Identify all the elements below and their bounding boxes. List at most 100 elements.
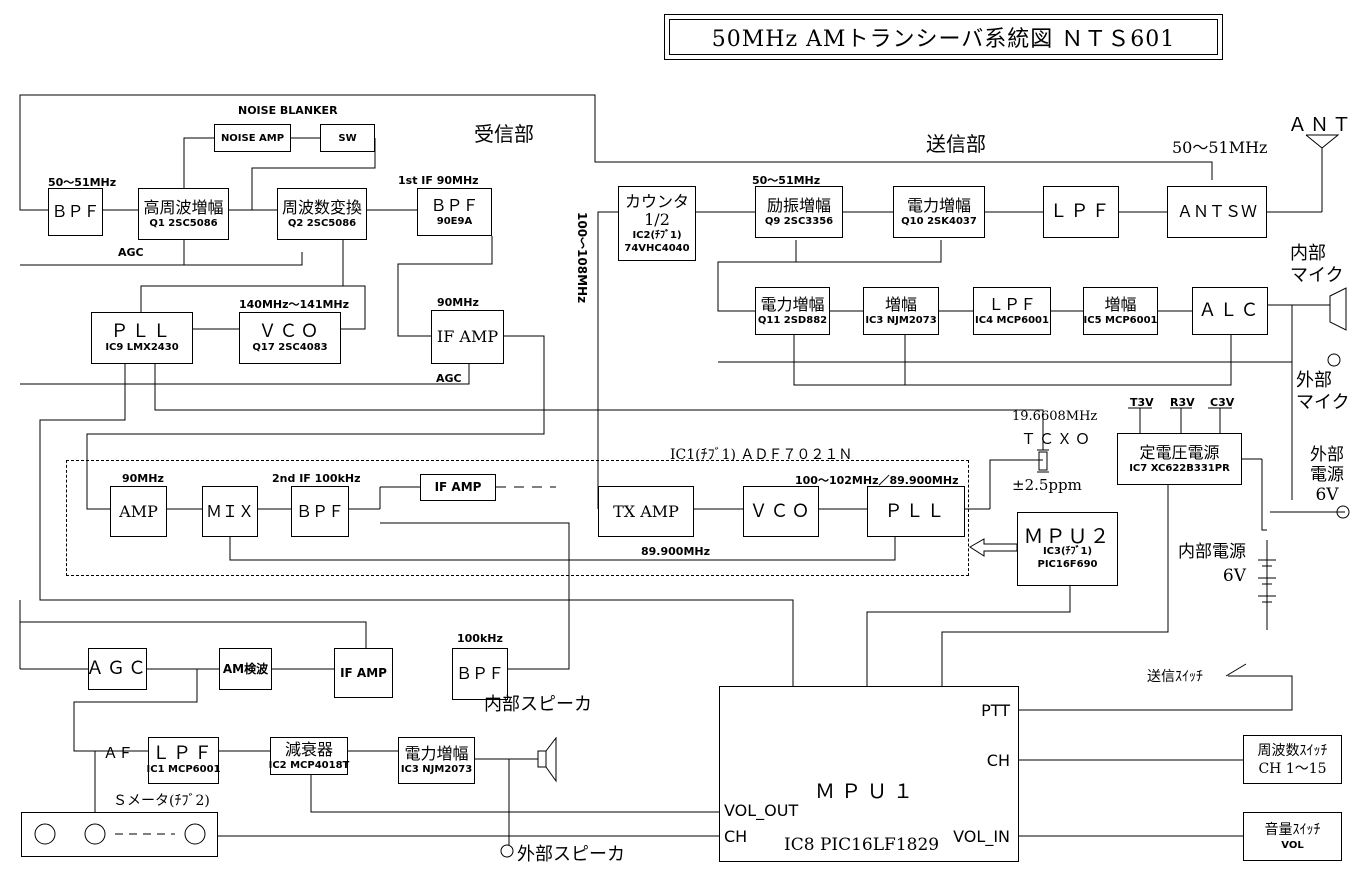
tx-band-label: 100～108MHz	[575, 212, 589, 304]
tx-pa-title: 電力増幅	[906, 195, 971, 215]
atten-part: IC2 MCP4018T	[268, 759, 350, 771]
receiver-section-label: 受信部	[474, 122, 534, 146]
mod-pa-part: Q11 2SD882	[757, 314, 828, 326]
diagram-title: 50MHz AMトランシーバ系統図 ＮＴＳ601	[669, 19, 1218, 55]
mpu1-block: ＭＰＵ１ IC8 PIC16LF1829 PTT CH VOL_OUT CH V…	[719, 686, 1019, 862]
tx-lpf-block: ＬＰＦ	[1043, 186, 1119, 238]
tcxo-freq: 19.6608MHz	[1012, 409, 1098, 424]
ic1-bpf-title: ＢＰＦ	[295, 501, 344, 521]
af-pa-part: IC3 NJM2073	[400, 764, 473, 775]
if-amp-title: IF AMP	[436, 327, 499, 346]
counter-part: IC2(ﾁﾌﾞ1)	[632, 229, 682, 241]
agc-title: ＡＧＣ	[86, 658, 149, 679]
if1-freq: 1st IF 90MHz	[398, 174, 479, 187]
alc-block: ＡＬＣ	[1192, 287, 1268, 335]
if-agc-label: AGC	[436, 372, 462, 385]
mpu1-pin-vol-out: VOL_OUT	[724, 801, 799, 820]
ic1-boundary	[66, 460, 969, 576]
rf-amp-title: 高周波増幅	[143, 197, 224, 217]
freq-switch-range: CH 1～15	[1258, 760, 1327, 777]
ic1-if-amp-block: IF AMP	[420, 474, 496, 501]
ic1-if-amp-title: IF AMP	[434, 480, 482, 494]
ext-power-label: 外部 電源 6V	[1310, 445, 1344, 505]
ic1-pll-block: ＰＬＬ	[867, 486, 965, 537]
smeter-label: Ｓメータ(ﾁﾌﾞ2)	[113, 793, 210, 809]
mpu2-part: IC3(ﾁﾌﾞ1)	[1042, 546, 1093, 557]
ant-label: ＡＮＴ	[1288, 114, 1355, 136]
atten-title: 減衰器	[284, 739, 333, 759]
if-amp2-title: IF AMP	[340, 665, 387, 680]
ic1-amp-title: AMP	[119, 501, 158, 521]
if1-bpf-title: ＢＰＦ	[430, 195, 479, 215]
ic1-mix-title: ＭＩＸ	[205, 501, 254, 521]
vol-switch-title: 音量ｽｲｯﾁ	[1264, 822, 1321, 838]
rf-amp-part: Q1 2SC5086	[149, 217, 218, 229]
amp5-title: 増幅	[1104, 294, 1137, 314]
int-power-label: 内部電源 6V	[1178, 542, 1246, 586]
lpf4-part: IC4 MCP6001	[975, 314, 1049, 326]
if-amp2-block: IF AMP	[334, 648, 393, 698]
mixer-part: Q2 2SC5086	[287, 217, 357, 229]
driver-title: 励振増幅	[766, 195, 831, 215]
agc-rf-label: AGC	[118, 246, 144, 259]
ext-speaker-label: 外部スピーカ	[517, 844, 625, 865]
mpu2-title: ＭＰＵ２	[1023, 524, 1112, 548]
tcxo-title: ＴＣＸＯ	[1021, 430, 1094, 448]
ic1-tx-amp-block: TX AMP	[598, 486, 694, 537]
noise-amp-title: NOISE AMP	[220, 132, 285, 144]
lpf4-title: ＬＰＦ	[987, 294, 1036, 314]
mod-pa-title: 電力増幅	[760, 294, 825, 314]
title-frame: 50MHz AMトランシーバ系統図 ＮＴＳ601	[664, 14, 1223, 60]
pll-part: IC9 LMX2430	[105, 341, 179, 353]
agc-block: ＡＧＣ	[86, 648, 149, 690]
vol-switch-block: 音量ｽｲｯﾁ VOL	[1243, 812, 1342, 861]
noise-blanker-label: NOISE BLANKER	[238, 104, 338, 117]
if1-bpf-part: 90E9A	[436, 215, 473, 227]
antsw-freq: 50～51MHz	[1172, 138, 1268, 157]
mpu1-pin-ch-out: CH	[724, 827, 748, 846]
am-det-block: AM検波	[219, 648, 272, 690]
noise-switch-block: SW	[320, 124, 375, 152]
bpf-100k-title: ＢＰＦ	[455, 664, 504, 683]
bpf-100k-freq: 100kHz	[457, 632, 503, 645]
mpu1-pin-ptt: PTT	[981, 701, 1010, 720]
tx-pa-part: Q10 2SK4037	[901, 215, 977, 227]
ic1-amp-block: AMP	[110, 486, 167, 537]
af-label: ＡＦ	[103, 744, 134, 762]
antsw-block: ＡＮＴＳＷ	[1167, 186, 1267, 238]
if-amp-block: IF AMP	[431, 310, 504, 364]
af-lpf-part: IC1 MCP6001	[146, 764, 221, 775]
amp3-part: IC3 NJM2073	[865, 314, 937, 326]
af-lpf-title: ＬＰＦ	[152, 743, 215, 764]
ic1-mix-block: ＭＩＸ	[202, 486, 258, 537]
rx-bpf-title: ＢＰＦ	[51, 202, 100, 221]
counter-title: カウンタ	[624, 191, 689, 211]
noise-switch-title: SW	[338, 132, 357, 144]
if-amp-freq: 90MHz	[437, 296, 479, 309]
vco-part: Q17 2SC4083	[252, 341, 328, 353]
transmitter-section-label: 送信部	[926, 132, 986, 156]
vol-switch-sub: VOL	[1281, 840, 1304, 851]
regulator-title: 定電圧電源	[1139, 442, 1220, 462]
amp5-part: IC5 MCP6001	[1083, 314, 1158, 326]
ic1-bpf-block: ＢＰＦ	[291, 486, 349, 537]
driver-freq: 50～51MHz	[752, 174, 821, 187]
ic1-lo-freq: 89.900MHz	[641, 545, 711, 558]
ext-mic-label: 外部 マイク	[1296, 370, 1350, 413]
tx-switch-label: 送信ｽｲｯﾁ	[1147, 669, 1203, 685]
ic1-tx-amp-title: TX AMP	[613, 501, 679, 521]
vco-title: ＶＣＯ	[258, 320, 322, 342]
mpu1-title: ＭＰＵ１	[815, 779, 919, 803]
af-pa-title: 電力増幅	[404, 744, 469, 763]
